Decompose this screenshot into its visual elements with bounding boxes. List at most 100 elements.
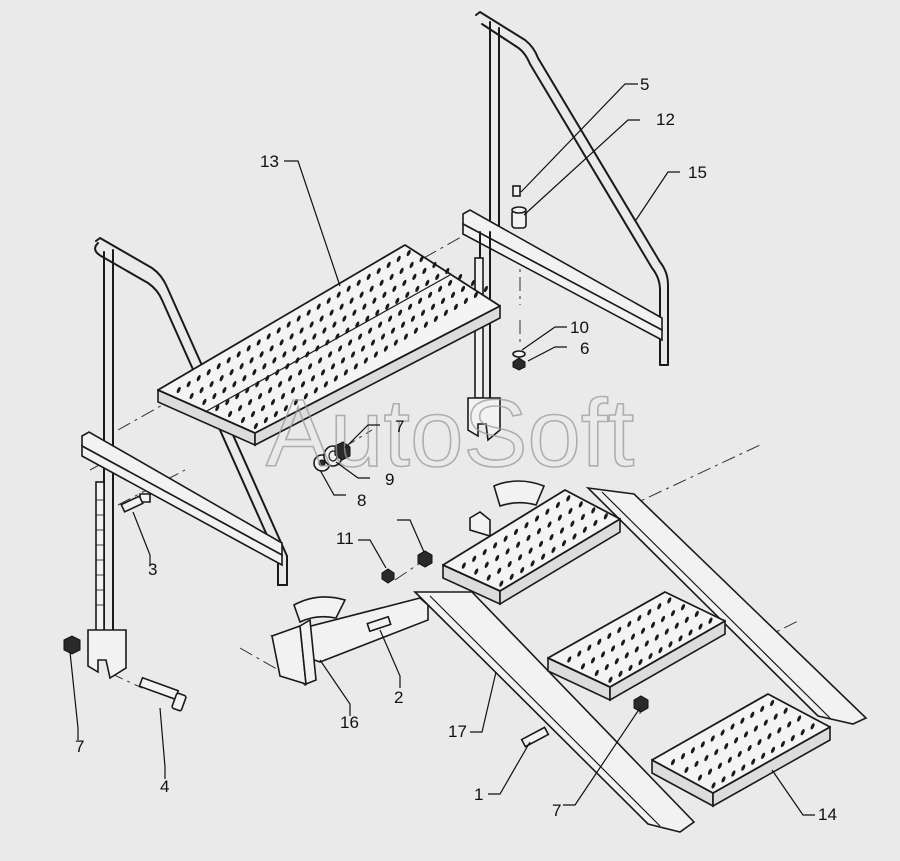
perforation-slot: [640, 627, 646, 634]
perforation-slot: [325, 339, 330, 346]
perforation-slot: [516, 541, 521, 548]
callout-2: 2: [394, 688, 403, 707]
perforation-slot: [711, 782, 716, 789]
perforation-slot: [412, 273, 417, 281]
step-treads: [442, 489, 831, 808]
perforation-slot: [380, 333, 386, 340]
perforation-slot: [339, 303, 344, 310]
perforation-slot: [453, 303, 458, 311]
stair-stringers: [413, 480, 868, 833]
callout-11: 11: [336, 529, 354, 548]
perforation-slot: [545, 508, 550, 515]
perforation-slot: [505, 548, 510, 555]
perforation-slot: [559, 527, 565, 534]
perforation-slot: [293, 399, 298, 406]
perforation-slot: [286, 321, 291, 328]
hardware-centre: [313, 185, 527, 472]
perforation-slot: [249, 357, 254, 364]
perforation-slot: [580, 663, 586, 670]
perforation-slot: [435, 273, 440, 281]
perforation-slot: [555, 501, 560, 509]
perforation-slot: [189, 392, 194, 400]
perforation-slot: [358, 333, 363, 340]
perforation-slot: [255, 381, 260, 388]
perforation-slot: [262, 363, 267, 370]
callout-14: 14: [818, 805, 837, 824]
perforation-slot: [567, 656, 572, 663]
perforation-slot: [303, 393, 308, 400]
perforation-slot: [472, 555, 477, 562]
perforation-slot: [370, 339, 376, 346]
right-railing: [462, 11, 669, 442]
perforation-slot: [509, 573, 514, 580]
perforation-slot: [697, 774, 703, 781]
perforation-slot: [363, 357, 368, 364]
perforation-slot: [637, 614, 642, 622]
perforation-slot: [600, 651, 606, 658]
perforation-slot: [654, 634, 659, 641]
hardware-left: [63, 493, 187, 712]
perforation-slot: [282, 351, 287, 358]
perforation-slot: [650, 621, 656, 629]
perforation-slot: [547, 521, 552, 528]
perforation-slot: [561, 540, 567, 547]
perforation-slot: [482, 548, 487, 556]
perforation-slot: [296, 315, 301, 322]
perforation-slot: [229, 369, 234, 376]
perforation-slot: [388, 315, 393, 322]
perforation-slot: [290, 387, 296, 394]
perforation-slot: [443, 309, 448, 316]
perforation-slot: [680, 753, 686, 760]
perforation-slot: [396, 255, 401, 263]
perforation-slot: [232, 381, 237, 388]
perforation-slot: [369, 285, 374, 292]
perforation-slot: [359, 291, 364, 298]
perforation-slot: [323, 381, 328, 388]
perforation-slot: [524, 522, 529, 529]
perforation-slot: [335, 333, 340, 340]
perforation-slot: [566, 495, 571, 502]
perforation-slot: [497, 567, 502, 574]
perforation-slot: [415, 285, 420, 293]
perforation-slot: [375, 309, 380, 316]
perforation-slot: [279, 339, 284, 346]
perforation-slot: [708, 617, 713, 624]
perforation-slot: [750, 711, 755, 718]
perforation-slot: [403, 333, 408, 340]
perforation-slot: [530, 560, 535, 567]
perforation-slot: [770, 746, 776, 754]
perforation-slot: [423, 321, 428, 328]
perforation-slot: [352, 309, 357, 316]
perforation-slot: [670, 609, 676, 617]
perforation-slot: [438, 285, 443, 293]
perforation-slot: [668, 641, 673, 648]
perforation-slot: [513, 528, 519, 536]
perforation-slot: [495, 554, 500, 562]
bracket-16: [270, 550, 433, 686]
perforation-slot: [318, 357, 323, 364]
perforation-slot: [285, 363, 290, 370]
perforation-slot: [272, 357, 277, 364]
perforation-slot: [731, 770, 736, 777]
perforation-slot: [302, 339, 307, 346]
perforation-slot: [258, 393, 263, 400]
perforation-slot: [770, 699, 775, 707]
perforation-slot: [757, 738, 762, 746]
perforation-slot: [270, 398, 276, 406]
perforation-slot: [720, 729, 725, 736]
perforation-slot: [704, 754, 709, 762]
perforation-slot: [250, 410, 256, 418]
perforation-slot: [322, 327, 327, 334]
perforation-slot: [684, 616, 689, 623]
perforation-slot: [780, 740, 785, 748]
step-slots: [461, 495, 815, 789]
perforation-slot: [269, 345, 274, 352]
perforation-slot: [657, 603, 662, 610]
perforation-slot: [420, 309, 426, 316]
perforation-slot: [777, 727, 782, 734]
perforation-slot: [353, 363, 358, 370]
perforation-slot: [714, 748, 719, 756]
perforation-slot: [383, 345, 388, 352]
callout-1: 1: [474, 785, 483, 804]
